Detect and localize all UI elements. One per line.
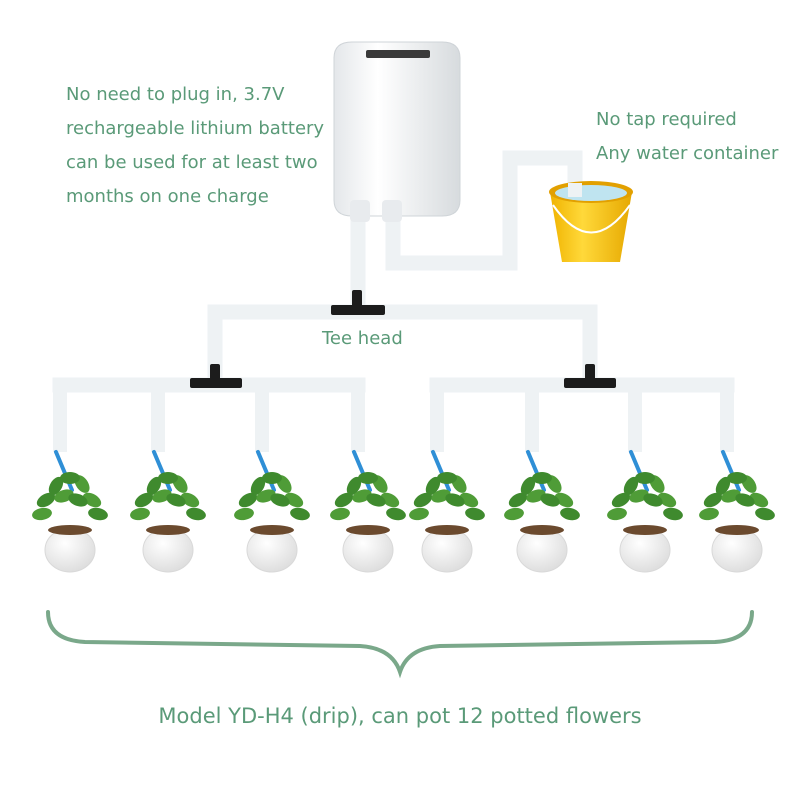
leaf-icon — [32, 472, 108, 521]
model-caption: Model YD-H4 (drip), can pot 12 potted fl… — [158, 704, 642, 728]
battery-note: No need to plug in, 3.7V rechargeable li… — [66, 78, 324, 214]
leaf-icon — [607, 472, 683, 521]
water-note-line: Any water container — [596, 143, 779, 164]
water-note-line: No tap required — [596, 109, 737, 130]
potted-plant — [330, 450, 406, 573]
potted-plant — [409, 450, 485, 573]
tee-head-main — [331, 290, 385, 315]
leaf-icon — [699, 472, 775, 521]
leaf-icon — [409, 472, 485, 521]
water-source-note: No tap required Any water container — [596, 103, 778, 171]
grouping-brace — [46, 610, 754, 679]
battery-note-line: months on one charge — [66, 186, 269, 207]
plant-feed-pipes — [53, 385, 734, 452]
pump-device — [333, 41, 461, 222]
potted-plant — [130, 450, 206, 573]
leaf-icon — [330, 472, 406, 521]
tee-head-label: Tee head — [322, 328, 403, 349]
potted-plant — [504, 450, 580, 573]
potted-plant — [699, 450, 775, 573]
leaf-icon — [130, 472, 206, 521]
leaf-icon — [504, 472, 580, 521]
water-bucket-icon — [549, 181, 633, 262]
tee-head-right — [564, 364, 616, 388]
potted-plant — [32, 450, 108, 573]
battery-note-line: rechargeable lithium battery — [66, 118, 325, 139]
battery-note-line: No need to plug in, 3.7V — [66, 84, 285, 105]
potted-plants-row — [32, 450, 775, 573]
potted-plant — [234, 450, 310, 573]
intake-pipe — [385, 150, 583, 271]
potted-plant — [607, 450, 683, 573]
leaf-icon — [234, 472, 310, 521]
tee-head-left — [190, 364, 242, 388]
battery-note-line: can be used for at least two — [66, 152, 318, 173]
